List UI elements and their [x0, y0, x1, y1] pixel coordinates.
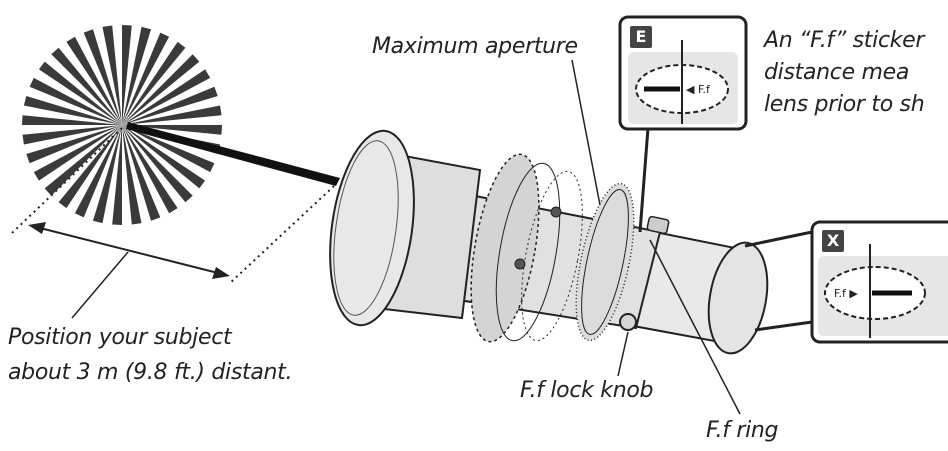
star-spoke: [102, 25, 122, 125]
star-spoke: [38, 61, 122, 125]
ff-ring-leader: [649, 239, 741, 415]
ff-lock-knob[interactable]: [619, 313, 637, 331]
star-spoke: [122, 54, 200, 125]
star-spoke: [122, 125, 206, 189]
star-spoke: [122, 125, 178, 214]
star-spoke: [122, 125, 193, 203]
lens-body: [329, 129, 769, 355]
distance-arrowhead-left: [28, 222, 46, 234]
label-maximum-aperture: Maximum aperture: [372, 34, 578, 59]
star-spoke: [33, 125, 122, 181]
inset-badge-x: X: [822, 230, 844, 252]
star-spoke: [44, 125, 123, 196]
ff-mark-correct: F.f ▶: [834, 287, 858, 300]
star-spoke: [122, 25, 132, 125]
star-spoke: [22, 125, 122, 145]
star-spoke: [93, 125, 122, 224]
distance-guide-right: [229, 185, 335, 284]
star-spoke: [122, 105, 222, 125]
star-spoke: [122, 86, 218, 125]
label-sticker-note-3: lens prior to sh: [764, 92, 925, 117]
star-spoke: [122, 26, 151, 125]
label-ff-ring: F.f ring: [706, 418, 779, 443]
star-spoke: [122, 125, 142, 225]
ff-ring-knurl[interactable]: [565, 179, 645, 345]
star-spoke: [122, 69, 211, 125]
label-position-1: Position your subject: [8, 325, 232, 350]
star-spoke: [122, 41, 186, 125]
ring-screw-upper: [550, 206, 562, 218]
star-spoke: [23, 96, 122, 125]
star-spoke: [74, 125, 122, 218]
star-spoke: [122, 125, 215, 173]
star-spoke: [66, 36, 122, 125]
inset-x-connector-top: [744, 230, 813, 248]
star-spoke: [29, 77, 123, 125]
distance-arrowhead-right: [212, 267, 230, 279]
lock-knob-leader: [617, 331, 629, 377]
label-sticker-note-2: distance mea: [764, 60, 910, 85]
label-sticker-note-1: An “F.f” sticker: [764, 28, 925, 53]
distance-guide-left: [11, 127, 123, 234]
position-leader: [71, 251, 129, 319]
star-spoke: [83, 29, 122, 125]
star-spoke: [26, 125, 122, 164]
star-spoke: [51, 47, 122, 126]
ff-switch[interactable]: [646, 215, 670, 235]
star-spoke: [112, 125, 122, 225]
distance-arrow: [39, 227, 219, 274]
inset-correct: F.f ▶: [810, 220, 948, 344]
inset-x-connector-bottom: [754, 320, 813, 332]
aperture-leader: [571, 59, 601, 206]
star-spoke: [22, 115, 122, 125]
star-spoke: [122, 32, 170, 125]
siemens-star-target: [22, 25, 222, 225]
label-ff-lock-knob: F.f lock knob: [520, 378, 654, 403]
ring-screw-lower: [514, 258, 526, 270]
ff-mark-incorrect: ◀ F.f: [686, 83, 711, 96]
inset-e-connector: [638, 127, 650, 233]
inset-badge-e: E: [630, 26, 652, 48]
label-position-2: about 3 m (9.8 ft.) distant.: [8, 360, 293, 385]
focus-beam: [126, 122, 340, 186]
lens-front-barrel: [329, 129, 415, 327]
star-spoke: [58, 125, 122, 209]
lens-rear-cap: [707, 241, 769, 355]
star-spoke: [122, 125, 161, 221]
aperture-ring[interactable]: [459, 149, 551, 347]
